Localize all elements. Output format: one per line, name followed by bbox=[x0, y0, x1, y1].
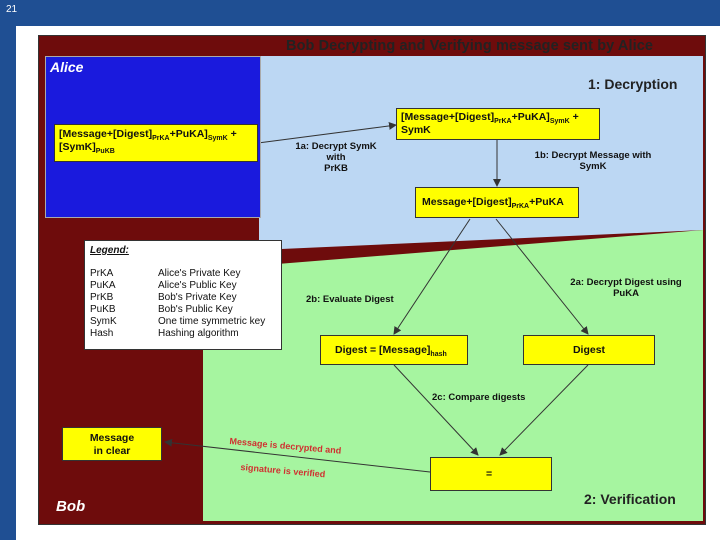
alice-encrypted-message-box: [Message+[Digest]PrKA+PuKA]SymK + [SymK]… bbox=[54, 124, 258, 162]
step-2a-label: 2a: Decrypt Digest using PuKA bbox=[570, 277, 682, 299]
decryption-label: 1: Decryption bbox=[588, 76, 678, 92]
legend-item: Hash Hashing algorithm bbox=[90, 328, 280, 340]
computed-digest-box: Digest = [Message]hash bbox=[320, 335, 468, 365]
legend: Legend: PrKA Alice's Private Key PuKA Al… bbox=[84, 240, 282, 350]
arrow-2a bbox=[495, 218, 589, 335]
step-2b-label: 2b: Evaluate Digest bbox=[306, 294, 394, 305]
verification-region-left bbox=[203, 350, 263, 521]
decrypted-message-box: Message+[Digest]PrKA+PuKA bbox=[415, 187, 579, 218]
step-2c-label: 2c: Compare digests bbox=[432, 392, 526, 403]
legend-abbr: PrKB bbox=[90, 292, 114, 303]
legend-abbr: PrKA bbox=[90, 268, 114, 279]
legend-item: SymK One time symmetric key bbox=[90, 316, 280, 328]
legend-desc: Hashing algorithm bbox=[158, 328, 239, 339]
arrow-2c-right bbox=[499, 364, 589, 456]
legend-item: PuKB Bob's Public Key bbox=[90, 304, 280, 316]
legend-item: PrKB Bob's Private Key bbox=[90, 292, 280, 304]
decryption-region bbox=[259, 56, 703, 250]
bob-label: Bob bbox=[56, 498, 86, 515]
arrow-transmit bbox=[257, 121, 397, 144]
message-in-clear-box: Message in clear bbox=[62, 427, 162, 461]
step-1b-label: 1b: Decrypt Message with SymK bbox=[534, 150, 652, 172]
arrow-result bbox=[164, 438, 431, 473]
verification-label: 2: Verification bbox=[584, 491, 676, 507]
legend-abbr: SymK bbox=[90, 316, 117, 327]
step-1a-label: 1a: Decrypt SymK with PrKB bbox=[295, 141, 377, 174]
legend-desc: Alice's Public Key bbox=[158, 280, 237, 291]
compare-result-box: = bbox=[430, 457, 552, 491]
verification-region bbox=[203, 230, 703, 521]
received-message-box: [Message+[Digest]PrKA+PuKA]SymK + SymK bbox=[396, 108, 600, 140]
alice-label: Alice bbox=[50, 59, 84, 75]
slide-number: 21 bbox=[6, 4, 18, 15]
legend-item: PuKA Alice's Public Key bbox=[90, 280, 280, 292]
legend-abbr: PuKB bbox=[90, 304, 116, 315]
legend-desc: One time symmetric key bbox=[158, 316, 266, 327]
decrypted-digest-box: Digest bbox=[523, 335, 655, 365]
legend-desc: Bob's Public Key bbox=[158, 304, 233, 315]
arrow-2c-left bbox=[393, 364, 479, 456]
arrow-2b bbox=[393, 218, 471, 335]
diagram-title: Bob Decrypting and Verifying message sen… bbox=[286, 38, 654, 54]
legend-desc: Bob's Private Key bbox=[158, 292, 237, 303]
legend-abbr: Hash bbox=[90, 328, 114, 339]
legend-desc: Alice's Private Key bbox=[158, 268, 241, 279]
legend-title: Legend: bbox=[90, 245, 129, 256]
legend-item: PrKA Alice's Private Key bbox=[90, 268, 280, 280]
legend-abbr: PuKA bbox=[90, 280, 116, 291]
